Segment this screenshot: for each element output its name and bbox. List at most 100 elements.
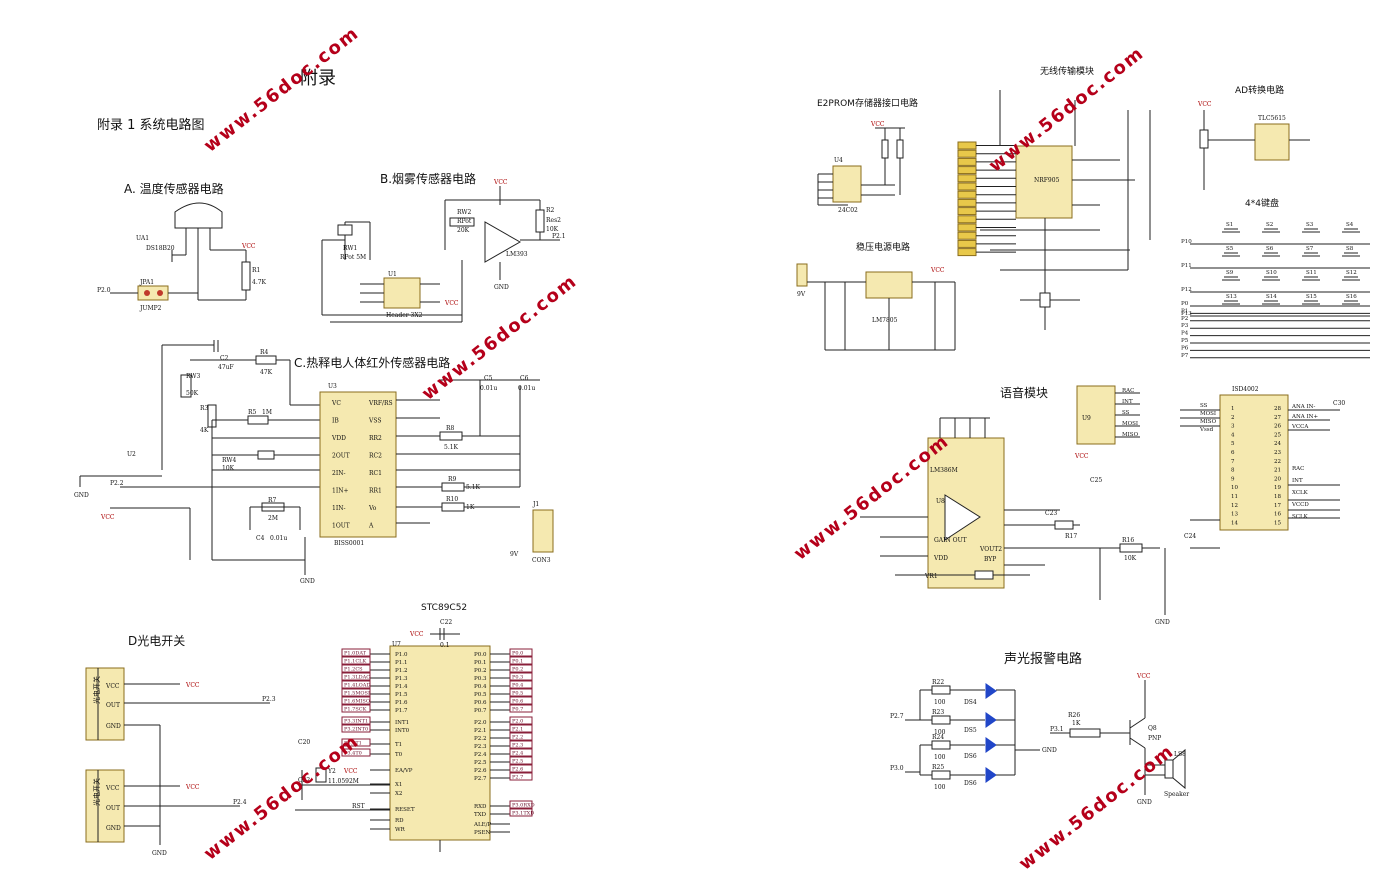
u3-pin-label: RC2: [369, 453, 382, 460]
mcu-right-pin-labels: P0.0P0.1P0.2P0.3P0.4P0.5P0.6P0.7P2.0P2.1…: [473, 648, 535, 836]
r7-value: 2M: [268, 515, 278, 522]
mcu-net-label: P0.0: [512, 651, 523, 657]
pnp-label: PNP: [1148, 735, 1161, 742]
r24-value: 100: [934, 754, 946, 761]
mcu-pin-label: P0.4: [474, 684, 487, 690]
nrf905-label: NRF905: [1034, 177, 1060, 184]
vr1-label: VR1: [924, 573, 938, 580]
c2-value: 47uF: [218, 364, 234, 371]
mcu-pin-label: X1: [395, 782, 402, 788]
r3-label: R3: [200, 405, 209, 412]
r8-label: R8: [446, 425, 455, 432]
tlc5615-chip: [1254, 123, 1290, 161]
pir-sensor-circuit: C2 47uF R4 47K RW3 50K R3 4K R5 1M RW4 1…: [74, 340, 554, 585]
power-connector: [796, 263, 808, 287]
vcc-label-mcu: VCC: [409, 631, 424, 638]
lm386-label: LM386M: [930, 467, 958, 474]
nrf-net-tag: [957, 190, 977, 199]
u3-label: U3: [328, 383, 337, 390]
isd4002-chip: [1219, 394, 1289, 531]
mcu-pin-label: P0.1: [474, 660, 486, 666]
mcu-circuit: U7 C22 0.1 VCC C20 C22 Y2 11.0592M RST V…: [295, 619, 535, 852]
mcu-pin-label: RESET: [395, 807, 415, 813]
mcu-pin-label: P1.0: [395, 652, 408, 658]
ds6a-led: [985, 737, 997, 753]
ds18b20-body: [174, 202, 223, 229]
vout2-label: VOUT2: [979, 546, 1002, 553]
mcu-pin-label: P1.6: [395, 700, 408, 706]
mcu-net-label: P1.4LOAD: [344, 683, 370, 689]
crystal-y1: [1039, 292, 1051, 308]
mcu-pin-label: P1.4: [395, 684, 408, 690]
rw2-value: 20K: [457, 227, 470, 234]
u3-pin-label: 1IN-: [332, 505, 345, 512]
mcu-net-label: P1.6MISO: [344, 699, 370, 705]
net-tag: [341, 656, 371, 665]
mcu-pin-label: EA/VP: [395, 768, 413, 774]
lm393-opamp: [484, 221, 522, 263]
photo-switch-1-label: 光电开关: [92, 676, 101, 704]
isd-pin-number: 18: [1274, 494, 1281, 500]
mcu-pin-label: P2.1: [474, 728, 486, 734]
isd-pin-number: 5: [1231, 441, 1235, 447]
key-label: S13: [1226, 294, 1237, 300]
keypad-col-label: P4: [1181, 331, 1189, 337]
r16-label: R16: [1122, 537, 1134, 544]
ls8-label: LS8: [1174, 751, 1186, 758]
r4-label: R4: [260, 349, 269, 356]
u3-pin-label: IB: [332, 418, 339, 425]
c22-value: 0.1: [440, 642, 450, 649]
nrf-net-tag: [957, 182, 977, 191]
u3-pin-label: VSS: [368, 418, 381, 425]
rw3-pot: [180, 374, 192, 398]
r2-resistor: [535, 209, 545, 233]
net-tag: [341, 716, 371, 725]
mcu-net-label: P3.4T0: [344, 751, 362, 757]
u2-label: U2: [127, 451, 136, 458]
isd-pin-number: 1: [1231, 406, 1235, 412]
mcu-pin-label: P1.7: [395, 708, 408, 714]
isd-pin-label: SCLK: [1292, 514, 1309, 520]
net-tag: [509, 764, 533, 773]
mcu-left-pin-labels: P1.0P1.1P1.2P1.3P1.4P1.5P1.6P1.7INT1INT0…: [341, 648, 415, 833]
isd-pin-label: VCCA: [1291, 424, 1309, 430]
mcu-net-label: P2.3: [512, 743, 523, 749]
r9-label: R9: [448, 476, 457, 483]
mcu-pin-label: P0.7: [474, 708, 487, 714]
nrf-net-tag: [957, 231, 977, 240]
voice-title: 语音模块: [1000, 386, 1049, 400]
isd-pin-label: ANA IN-: [1291, 404, 1315, 410]
keypad-col-label: P2: [1181, 316, 1188, 322]
p22-net: P2.2: [110, 480, 124, 487]
r25-value: 100: [934, 784, 946, 791]
u4-24c02: [832, 165, 862, 203]
vcc-label-b2: VCC: [444, 300, 459, 307]
ds4-label: DS4: [964, 699, 977, 706]
isd-pin-number: 15: [1274, 520, 1281, 526]
mcu-pin-label: P2.4: [474, 752, 487, 758]
c5-value: 0.01u: [480, 385, 497, 392]
isd-pin-number: 28: [1274, 406, 1281, 412]
mcu-pin-label: P2.6: [474, 768, 487, 774]
key-label: S14: [1266, 294, 1277, 300]
mcu-chip: [389, 645, 491, 841]
vcc-label-pwr: VCC: [930, 267, 945, 274]
u3-pin-label: VDD: [331, 435, 346, 442]
photo-switch-2-label: 光电开关: [92, 778, 101, 806]
mcu-net-label: P1.7SCK: [344, 707, 367, 713]
smoke-sensor-circuit: RW2 RPot 20K R2 Res2 10K VCC RW1 RPot 5M…: [321, 179, 566, 323]
net-tag: [509, 704, 533, 713]
r26-resistor: [1069, 728, 1101, 738]
net-tag: [509, 800, 533, 809]
c30-label: C30: [1333, 400, 1345, 407]
ds5-label: DS5: [964, 727, 977, 734]
key-label: S3: [1306, 222, 1314, 228]
at24-label: 24C02: [838, 207, 858, 214]
u9-chip: [1076, 385, 1116, 445]
u7-label: U7: [392, 641, 401, 648]
vcc-label-ea: VCC: [343, 768, 358, 775]
mcu-net-label: P0.4: [512, 683, 523, 689]
